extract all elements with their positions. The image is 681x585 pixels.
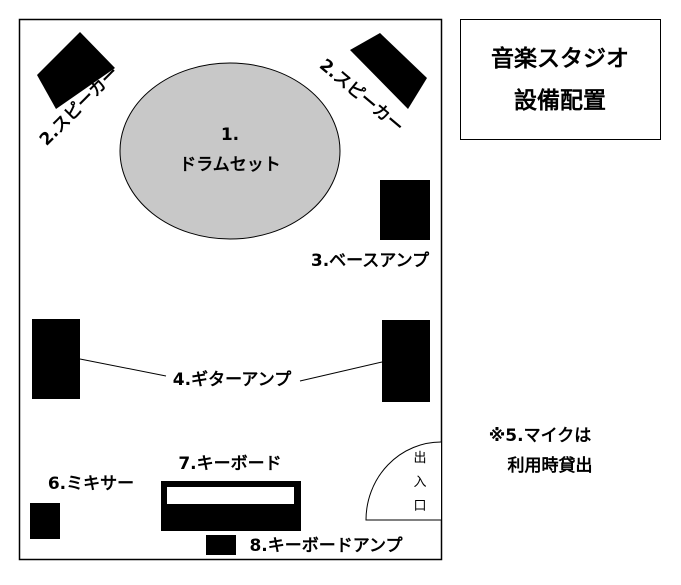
guitar-amp-left	[32, 319, 80, 399]
speaker-right	[350, 33, 427, 109]
bass-amp	[380, 180, 430, 240]
room-outline	[18, 18, 443, 561]
title-box	[460, 19, 661, 140]
entrance-door	[365, 441, 442, 521]
speaker-left	[37, 32, 115, 109]
drum-set	[119, 62, 341, 240]
guitar-amp-left-leader	[79, 358, 167, 377]
guitar-amp-right-leader	[299, 361, 383, 382]
entrance-char-1: 出	[413, 451, 426, 466]
drum-label: ドラムセット	[179, 155, 281, 175]
mixer-label: 6.ミキサー	[48, 474, 134, 494]
entrance-char-2: 入	[413, 475, 426, 490]
title-line2: 設備配置	[514, 87, 606, 114]
keyboard-amp-label: 8.キーボードアンプ	[249, 535, 403, 556]
drum-number: 1.	[221, 125, 239, 145]
mixer	[30, 503, 60, 539]
keyboard-label: 7.キーボード	[178, 454, 281, 474]
keyboard-amp	[206, 535, 236, 555]
title-line1: 音楽スタジオ	[491, 45, 629, 72]
guitar-amp-right	[382, 320, 430, 402]
mic-note-line1: ※5.マイクは	[489, 426, 591, 446]
bass-amp-label: 3.ベースアンプ	[311, 250, 430, 271]
keyboard-keys	[167, 487, 294, 504]
guitar-amp-label: 4.ギターアンプ	[173, 369, 292, 390]
mic-note-line2: 利用時貸出	[508, 455, 593, 476]
entrance-char-3: 口	[413, 499, 426, 514]
